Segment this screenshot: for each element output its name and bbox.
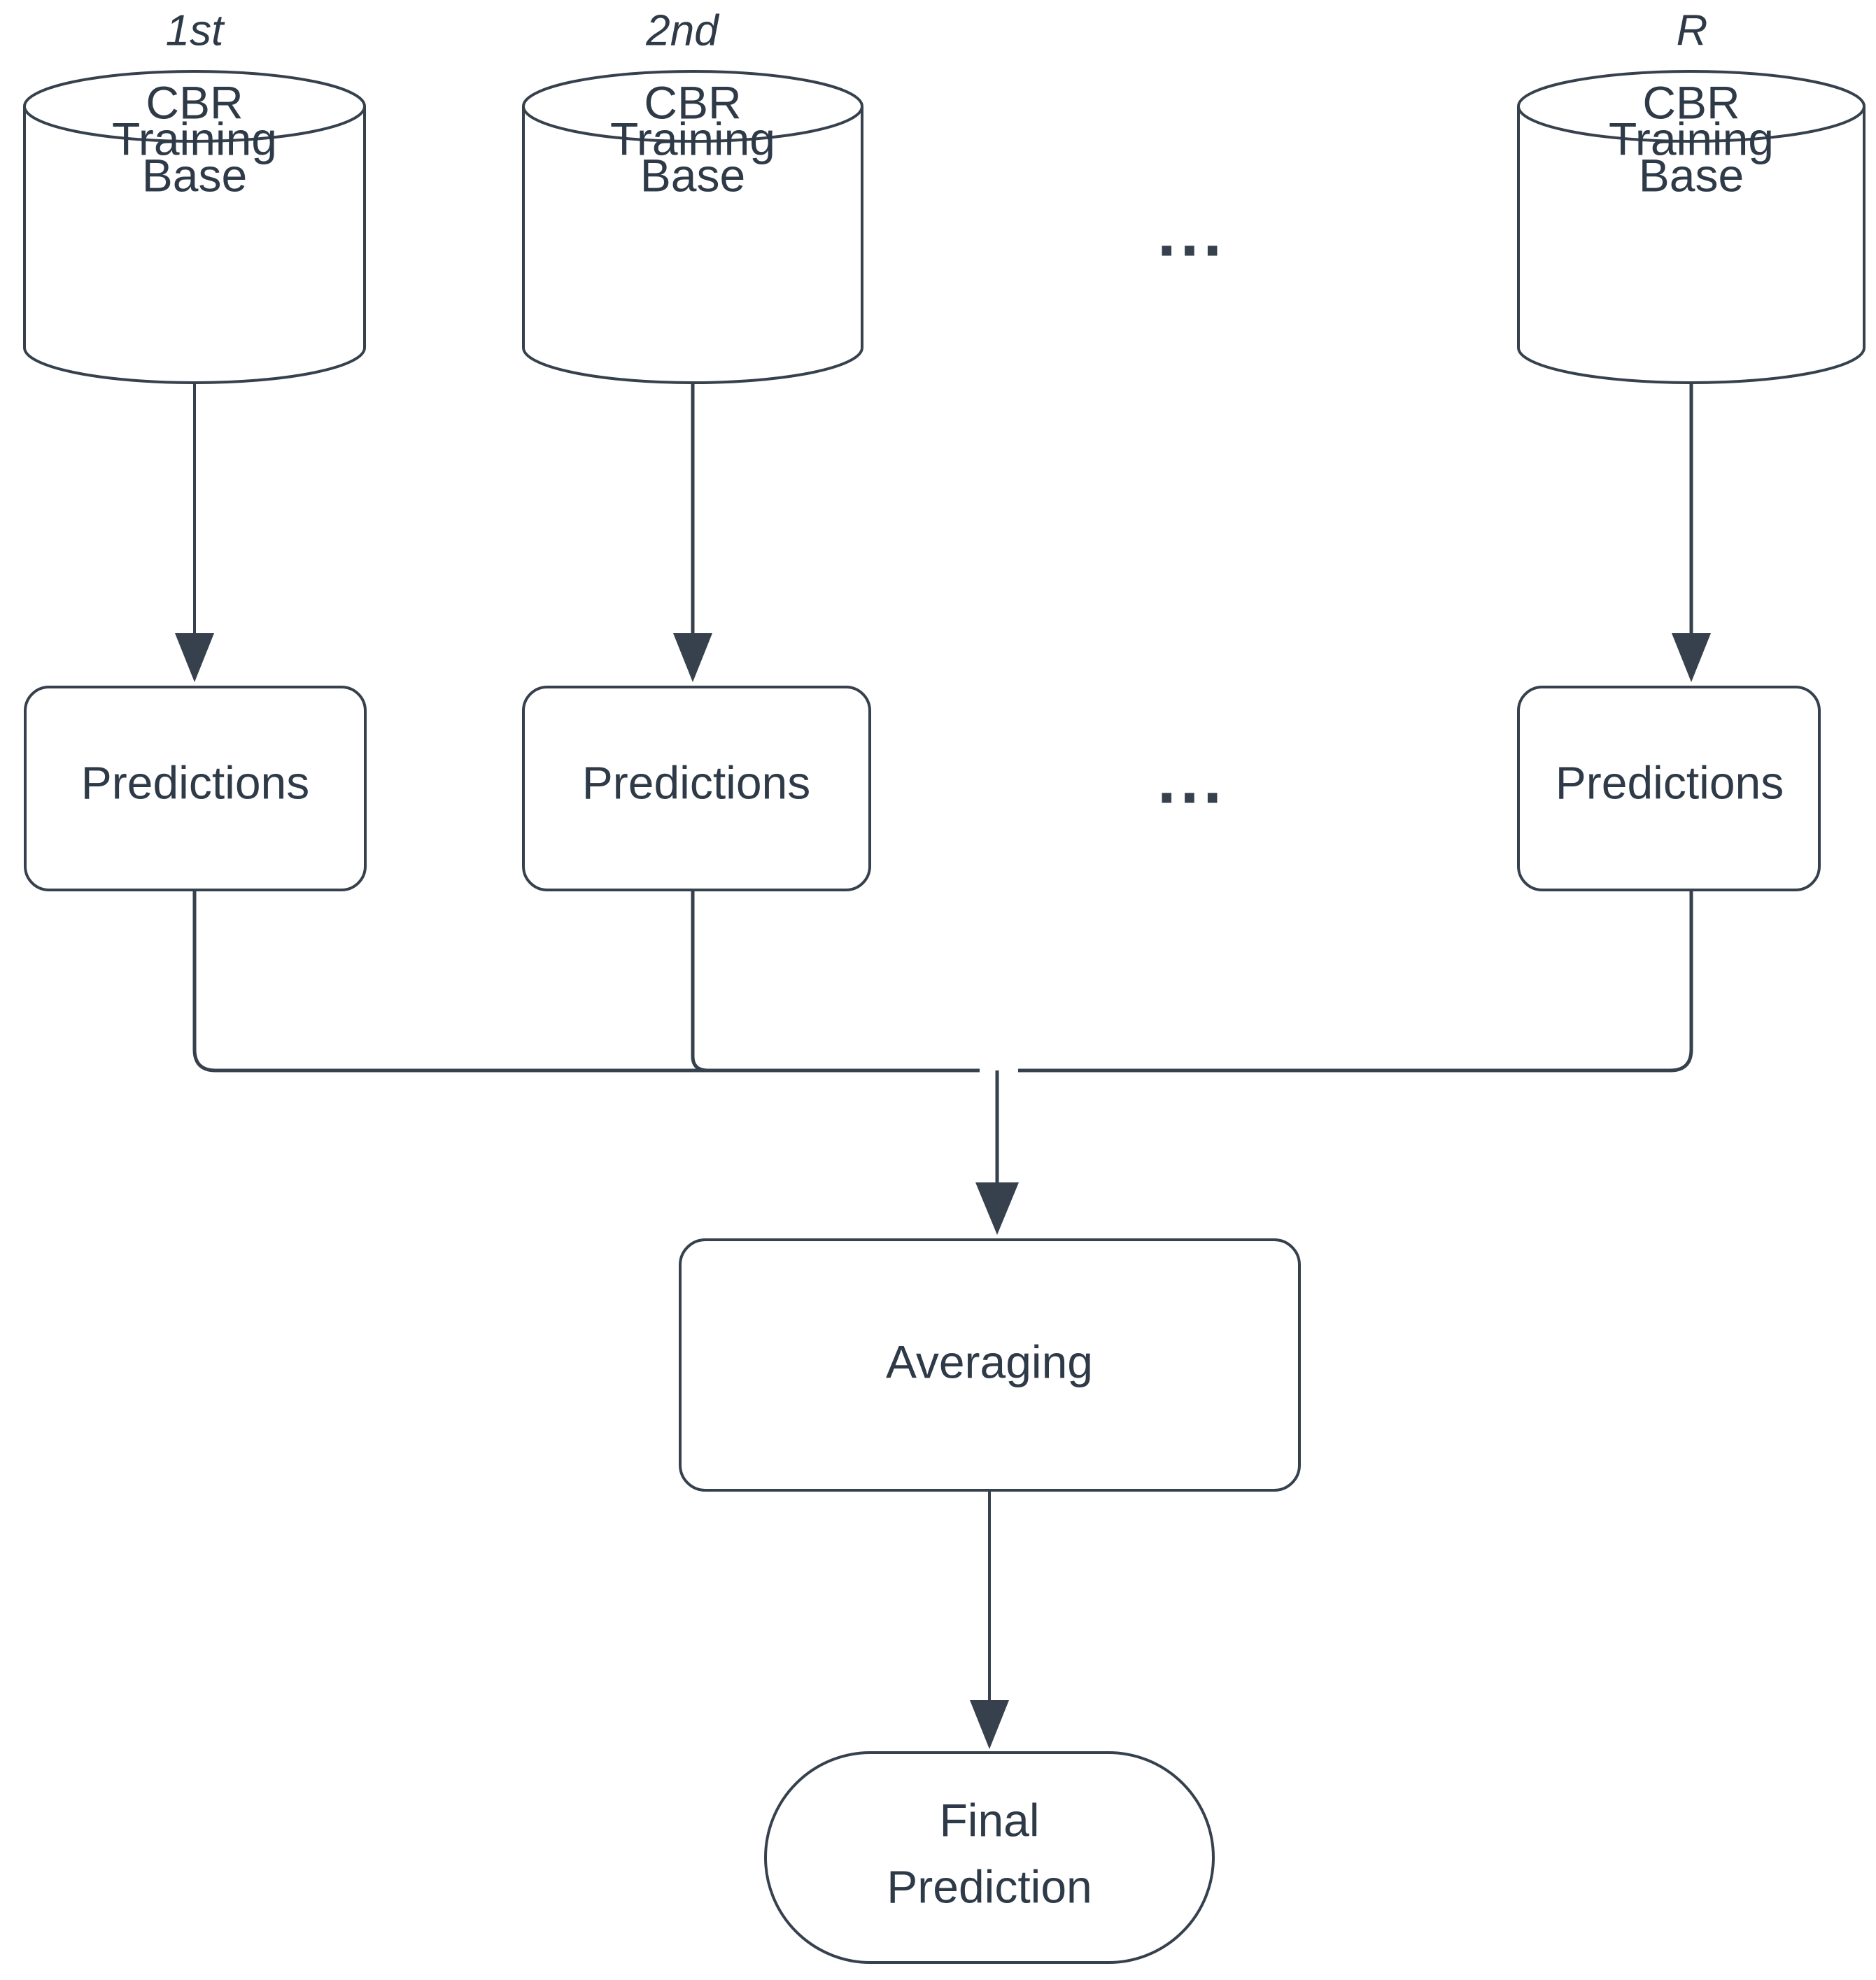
column-2nd: 2nd CBR Training Base Predictions (522, 6, 871, 891)
ellipsis-middle: ... (1157, 742, 1226, 817)
cbr-label-1-line3: Base (142, 149, 247, 201)
edge-averaging-to-final (970, 1490, 1009, 1749)
cbr-training-base-cylinder-R[interactable] (1517, 70, 1866, 384)
merge-edges-to-averaging (192, 890, 1693, 1235)
predictions-box-R[interactable] (1517, 686, 1821, 891)
averaging-label: Averaging (886, 1336, 1093, 1387)
final-prediction-label-line1: Final (939, 1794, 1039, 1846)
cbr-label-R-line2: Training (1609, 113, 1774, 164)
final-prediction-node[interactable] (764, 1751, 1215, 1964)
cbr-label-1-line2: Training (112, 113, 277, 164)
cbr-label-1-line1: CBR (146, 76, 243, 128)
cbr-training-base-cylinder-1[interactable] (23, 70, 366, 384)
predictions-label-2: Predictions (582, 756, 811, 808)
rank-label-R: R (1677, 6, 1708, 55)
cbr-label-R-line1: CBR (1642, 76, 1740, 128)
predictions-label-1: Predictions (81, 756, 310, 808)
predictions-label-R: Predictions (1556, 756, 1784, 808)
rank-label-2nd: 2nd (645, 6, 720, 55)
edge-cbr2-to-predictions2 (673, 383, 712, 682)
cbr-label-2-line1: CBR (644, 76, 741, 128)
cbr-label-2-line2: Training (610, 113, 775, 164)
final-prediction-label-line2: Prediction (887, 1860, 1092, 1912)
edge-cbrR-to-predictionsR (1672, 383, 1711, 682)
column-1st: 1st CBR Training Base Predictions (23, 6, 367, 891)
cbr-label-2-line3: Base (640, 149, 745, 201)
cbr-label-R-line3: Base (1639, 149, 1744, 201)
edge-cbr1-to-predictions1 (175, 383, 214, 682)
predictions-box-2[interactable] (522, 686, 871, 891)
rank-label-1st: 1st (166, 6, 225, 55)
column-R: R CBR Training Base Predictions (1517, 6, 1866, 891)
cbr-training-base-cylinder-2[interactable] (522, 70, 863, 384)
ellipsis-top: ... (1157, 195, 1226, 270)
